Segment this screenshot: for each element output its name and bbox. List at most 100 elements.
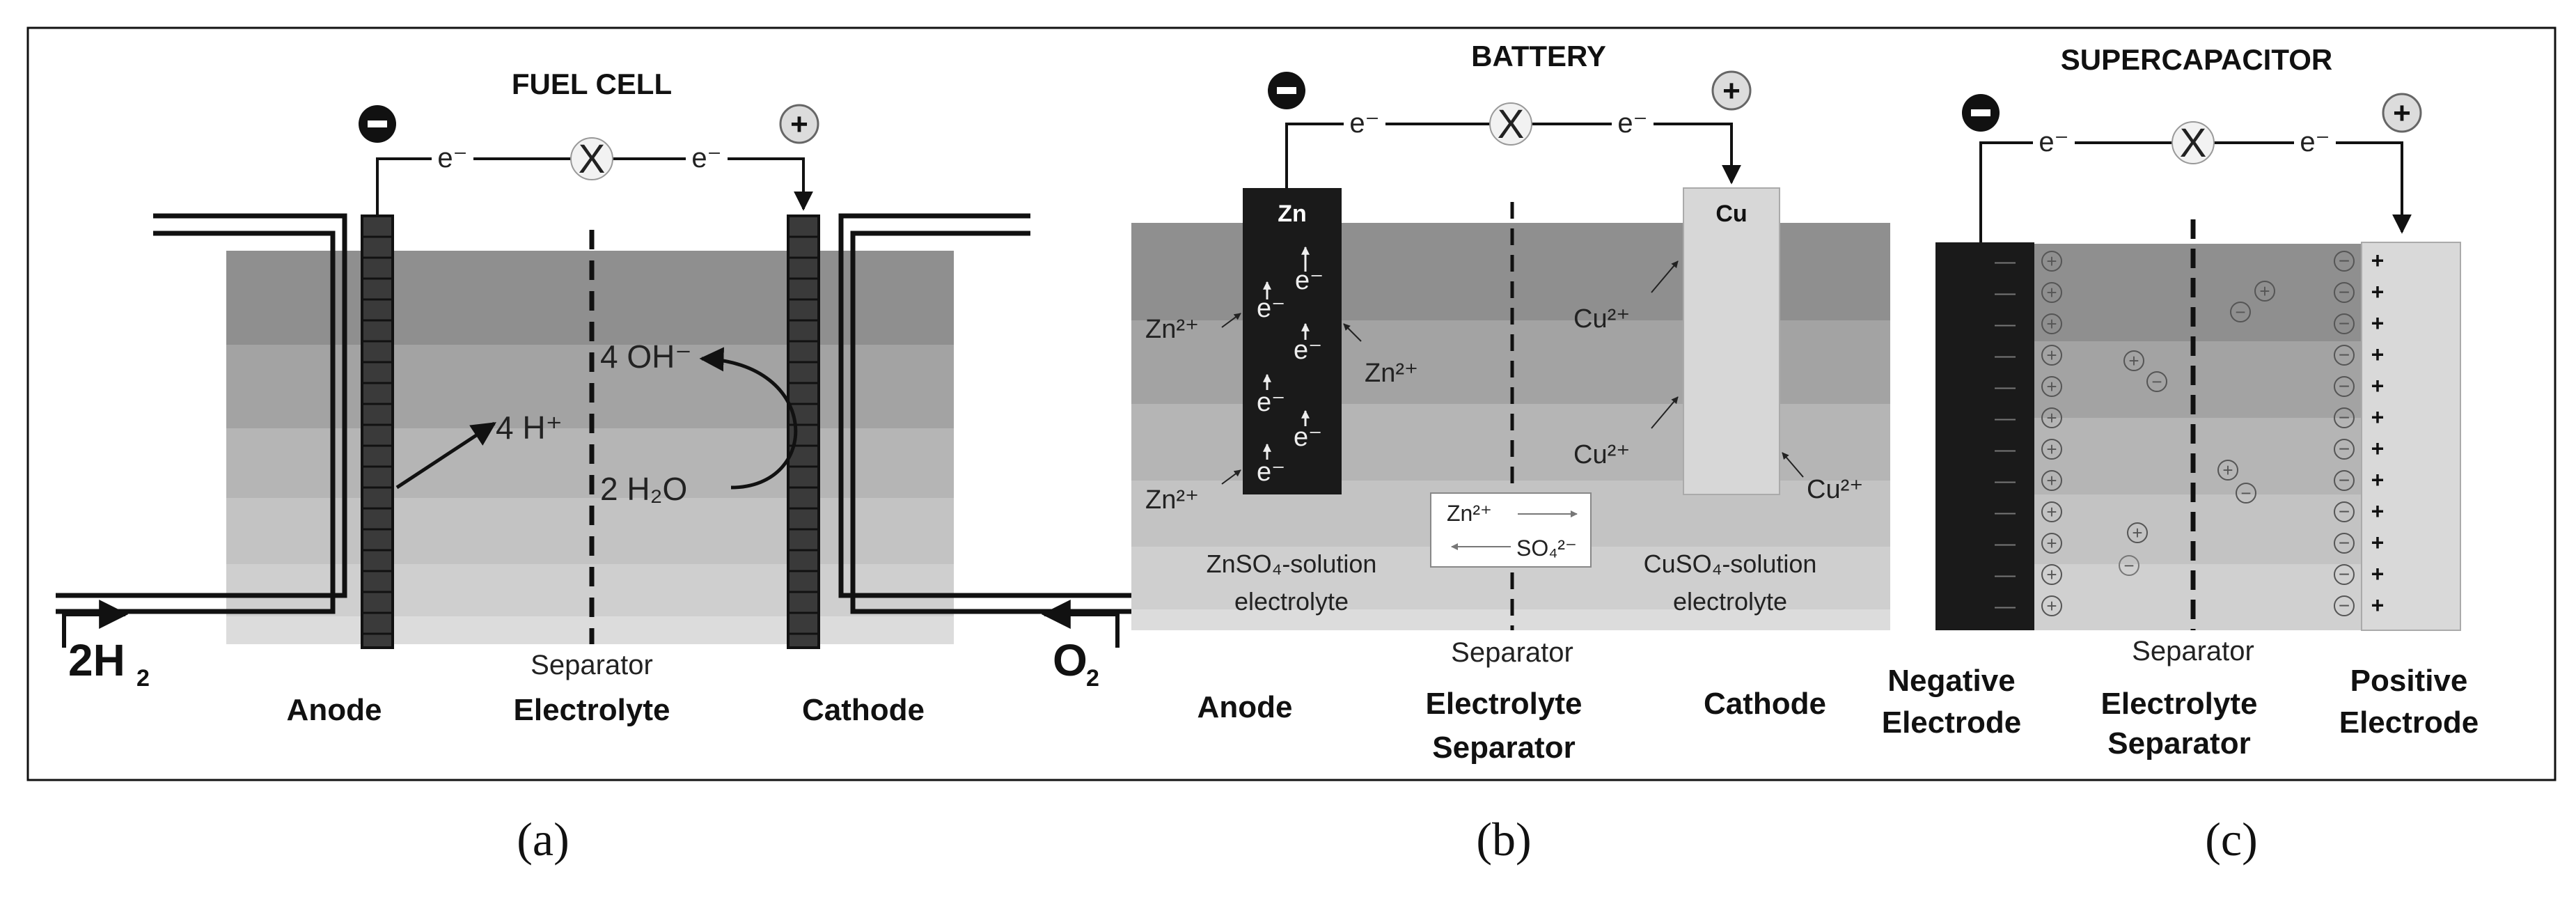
positive-electrode-label: Positive xyxy=(2350,664,2468,698)
hydrogen-inlet-label: 2H xyxy=(68,635,125,685)
svg-text:—: — xyxy=(1995,438,2016,461)
svg-text:+: + xyxy=(2371,279,2385,304)
svg-text:+: + xyxy=(2046,376,2057,397)
svg-text:+: + xyxy=(2046,564,2057,585)
cathode-electrolyte-label: electrolyte xyxy=(1673,587,1787,616)
cathode-label: Cathode xyxy=(1704,687,1826,721)
svg-text:—: — xyxy=(1995,250,2016,273)
svg-text:+: + xyxy=(2371,530,2385,555)
load-symbol xyxy=(570,137,613,180)
svg-text:−: − xyxy=(2123,555,2134,576)
svg-text:−: − xyxy=(2240,483,2251,504)
negative-electrode-label: Negative xyxy=(1887,664,2015,698)
panel-title: BATTERY xyxy=(1471,40,1606,72)
svg-text:−: − xyxy=(2151,371,2162,392)
svg-text:+: + xyxy=(2046,595,2057,616)
external-circuit xyxy=(1285,123,1731,188)
positive-charge-marks: + + + + + + + + + + + + xyxy=(2371,248,2385,618)
svg-text:+: + xyxy=(2046,439,2057,460)
svg-text:—: — xyxy=(1995,563,2016,586)
zinc-electrode xyxy=(1243,188,1342,494)
svg-text:+: + xyxy=(2371,311,2385,336)
svg-text:−: − xyxy=(2339,375,2350,397)
electron-marker: e⁻ xyxy=(1257,294,1285,323)
electrolyte-label: Electrolyte xyxy=(514,693,670,727)
svg-text:+: + xyxy=(2128,350,2139,371)
electron-label-right: e⁻ xyxy=(691,143,721,173)
svg-text:—: — xyxy=(1995,501,2016,524)
electron-label-left: e⁻ xyxy=(2039,127,2068,157)
svg-text:+: + xyxy=(2046,407,2057,428)
panel-fuel-cell: X e⁻ e⁻ + FUEL CELL 4 H⁺ 4 OH⁻ 2 H₂O 2H … xyxy=(56,68,1135,866)
anode-label: Anode xyxy=(287,693,382,727)
positive-terminal-icon xyxy=(2382,93,2422,133)
electron-label-left: e⁻ xyxy=(437,143,467,173)
water-to-hydroxide-arrow xyxy=(699,347,798,490)
negative-charge-marks: — — — — — — — — — — — — xyxy=(1995,250,2016,618)
svg-text:+: + xyxy=(2371,248,2385,273)
cation-layer: + + + + + + + + + + + + xyxy=(2041,251,2062,616)
external-circuit xyxy=(376,157,803,216)
electrolyte-band xyxy=(2034,244,2362,341)
svg-text:+: + xyxy=(2371,436,2385,461)
copper-electrode-label: Cu xyxy=(1715,201,1747,227)
zinc-ion-label: Zn²⁺ xyxy=(1365,359,1418,388)
oxygen-inlet-label: O xyxy=(1053,635,1087,685)
svg-text:−: − xyxy=(2339,532,2350,554)
panel-caption: (a) xyxy=(517,813,569,866)
external-circuit xyxy=(1979,141,2402,242)
panel-title: SUPERCAPACITOR xyxy=(2061,43,2333,76)
svg-text:−: − xyxy=(2339,438,2350,460)
positive-electrode-label-2: Electrode xyxy=(2339,705,2479,740)
electron-label-right: e⁻ xyxy=(2300,127,2330,157)
hydrogen-inlet-subscript: 2 xyxy=(136,665,150,692)
positive-terminal-sign: + xyxy=(2393,96,2411,130)
anion-layer: − − − − − − − − − − − − xyxy=(2334,250,2355,616)
electron-markers: e⁻ e⁻ e⁻ e⁻ e⁻ e⁻ xyxy=(1257,266,1324,487)
positive-terminal-sign: + xyxy=(1722,74,1741,108)
copper-ion-label: Cu²⁺ xyxy=(1807,475,1863,504)
svg-text:—: — xyxy=(1995,344,2016,367)
proton-arrow xyxy=(395,421,496,490)
negative-electrode xyxy=(1935,242,2034,630)
positive-terminal-icon xyxy=(779,104,819,144)
oxygen-inlet-arrow xyxy=(1041,600,1120,648)
svg-text:+: + xyxy=(2046,533,2057,554)
load-symbol xyxy=(1489,102,1532,146)
svg-text:−: − xyxy=(2339,313,2350,334)
svg-text:—: — xyxy=(1995,595,2016,618)
copper-ion-label: Cu²⁺ xyxy=(1573,304,1630,334)
electron-marker: e⁻ xyxy=(1257,458,1285,487)
anode-label: Anode xyxy=(1197,690,1293,724)
svg-text:−: − xyxy=(2235,302,2245,322)
separator-label: Separator xyxy=(531,650,653,680)
zinc-electrode-label: Zn xyxy=(1278,201,1307,227)
electron-label-left: e⁻ xyxy=(1349,108,1379,139)
svg-text:+: + xyxy=(2132,522,2142,543)
load-label: X xyxy=(1498,102,1525,147)
electrolyte-band xyxy=(2034,494,2362,564)
copper-ion-label: Cu²⁺ xyxy=(1573,440,1630,469)
oxygen-channel xyxy=(838,213,1135,598)
separator-heading: Separator xyxy=(1432,731,1575,765)
svg-text:+: + xyxy=(2371,561,2385,586)
proton-label: 4 H⁺ xyxy=(496,410,563,446)
positive-electrode xyxy=(2361,242,2461,631)
electron-marker: e⁻ xyxy=(1257,388,1285,417)
separator-label: Separator xyxy=(1451,637,1573,668)
oxygen-channel-inner xyxy=(850,231,1135,614)
hydroxide-label: 4 OH⁻ xyxy=(600,338,692,375)
panel-supercapacitor: — — — — — — — — — — — — + + + + + + + + … xyxy=(1882,43,2479,866)
positive-terminal-icon xyxy=(1711,70,1752,111)
anode-electrolyte-label: electrolyte xyxy=(1234,587,1349,616)
anode-solution-label: ZnSO₄-solution xyxy=(1207,549,1377,578)
svg-text:−: − xyxy=(2339,501,2350,522)
ion-exchange-zn: Zn²⁺ xyxy=(1447,501,1492,526)
hydrogen-channel-inner xyxy=(56,231,336,614)
panel-caption: (b) xyxy=(1476,813,1531,866)
svg-text:−: − xyxy=(2339,250,2350,272)
load-label: X xyxy=(2180,120,2207,166)
svg-text:—: — xyxy=(1995,313,2016,336)
svg-text:+: + xyxy=(2046,345,2057,366)
